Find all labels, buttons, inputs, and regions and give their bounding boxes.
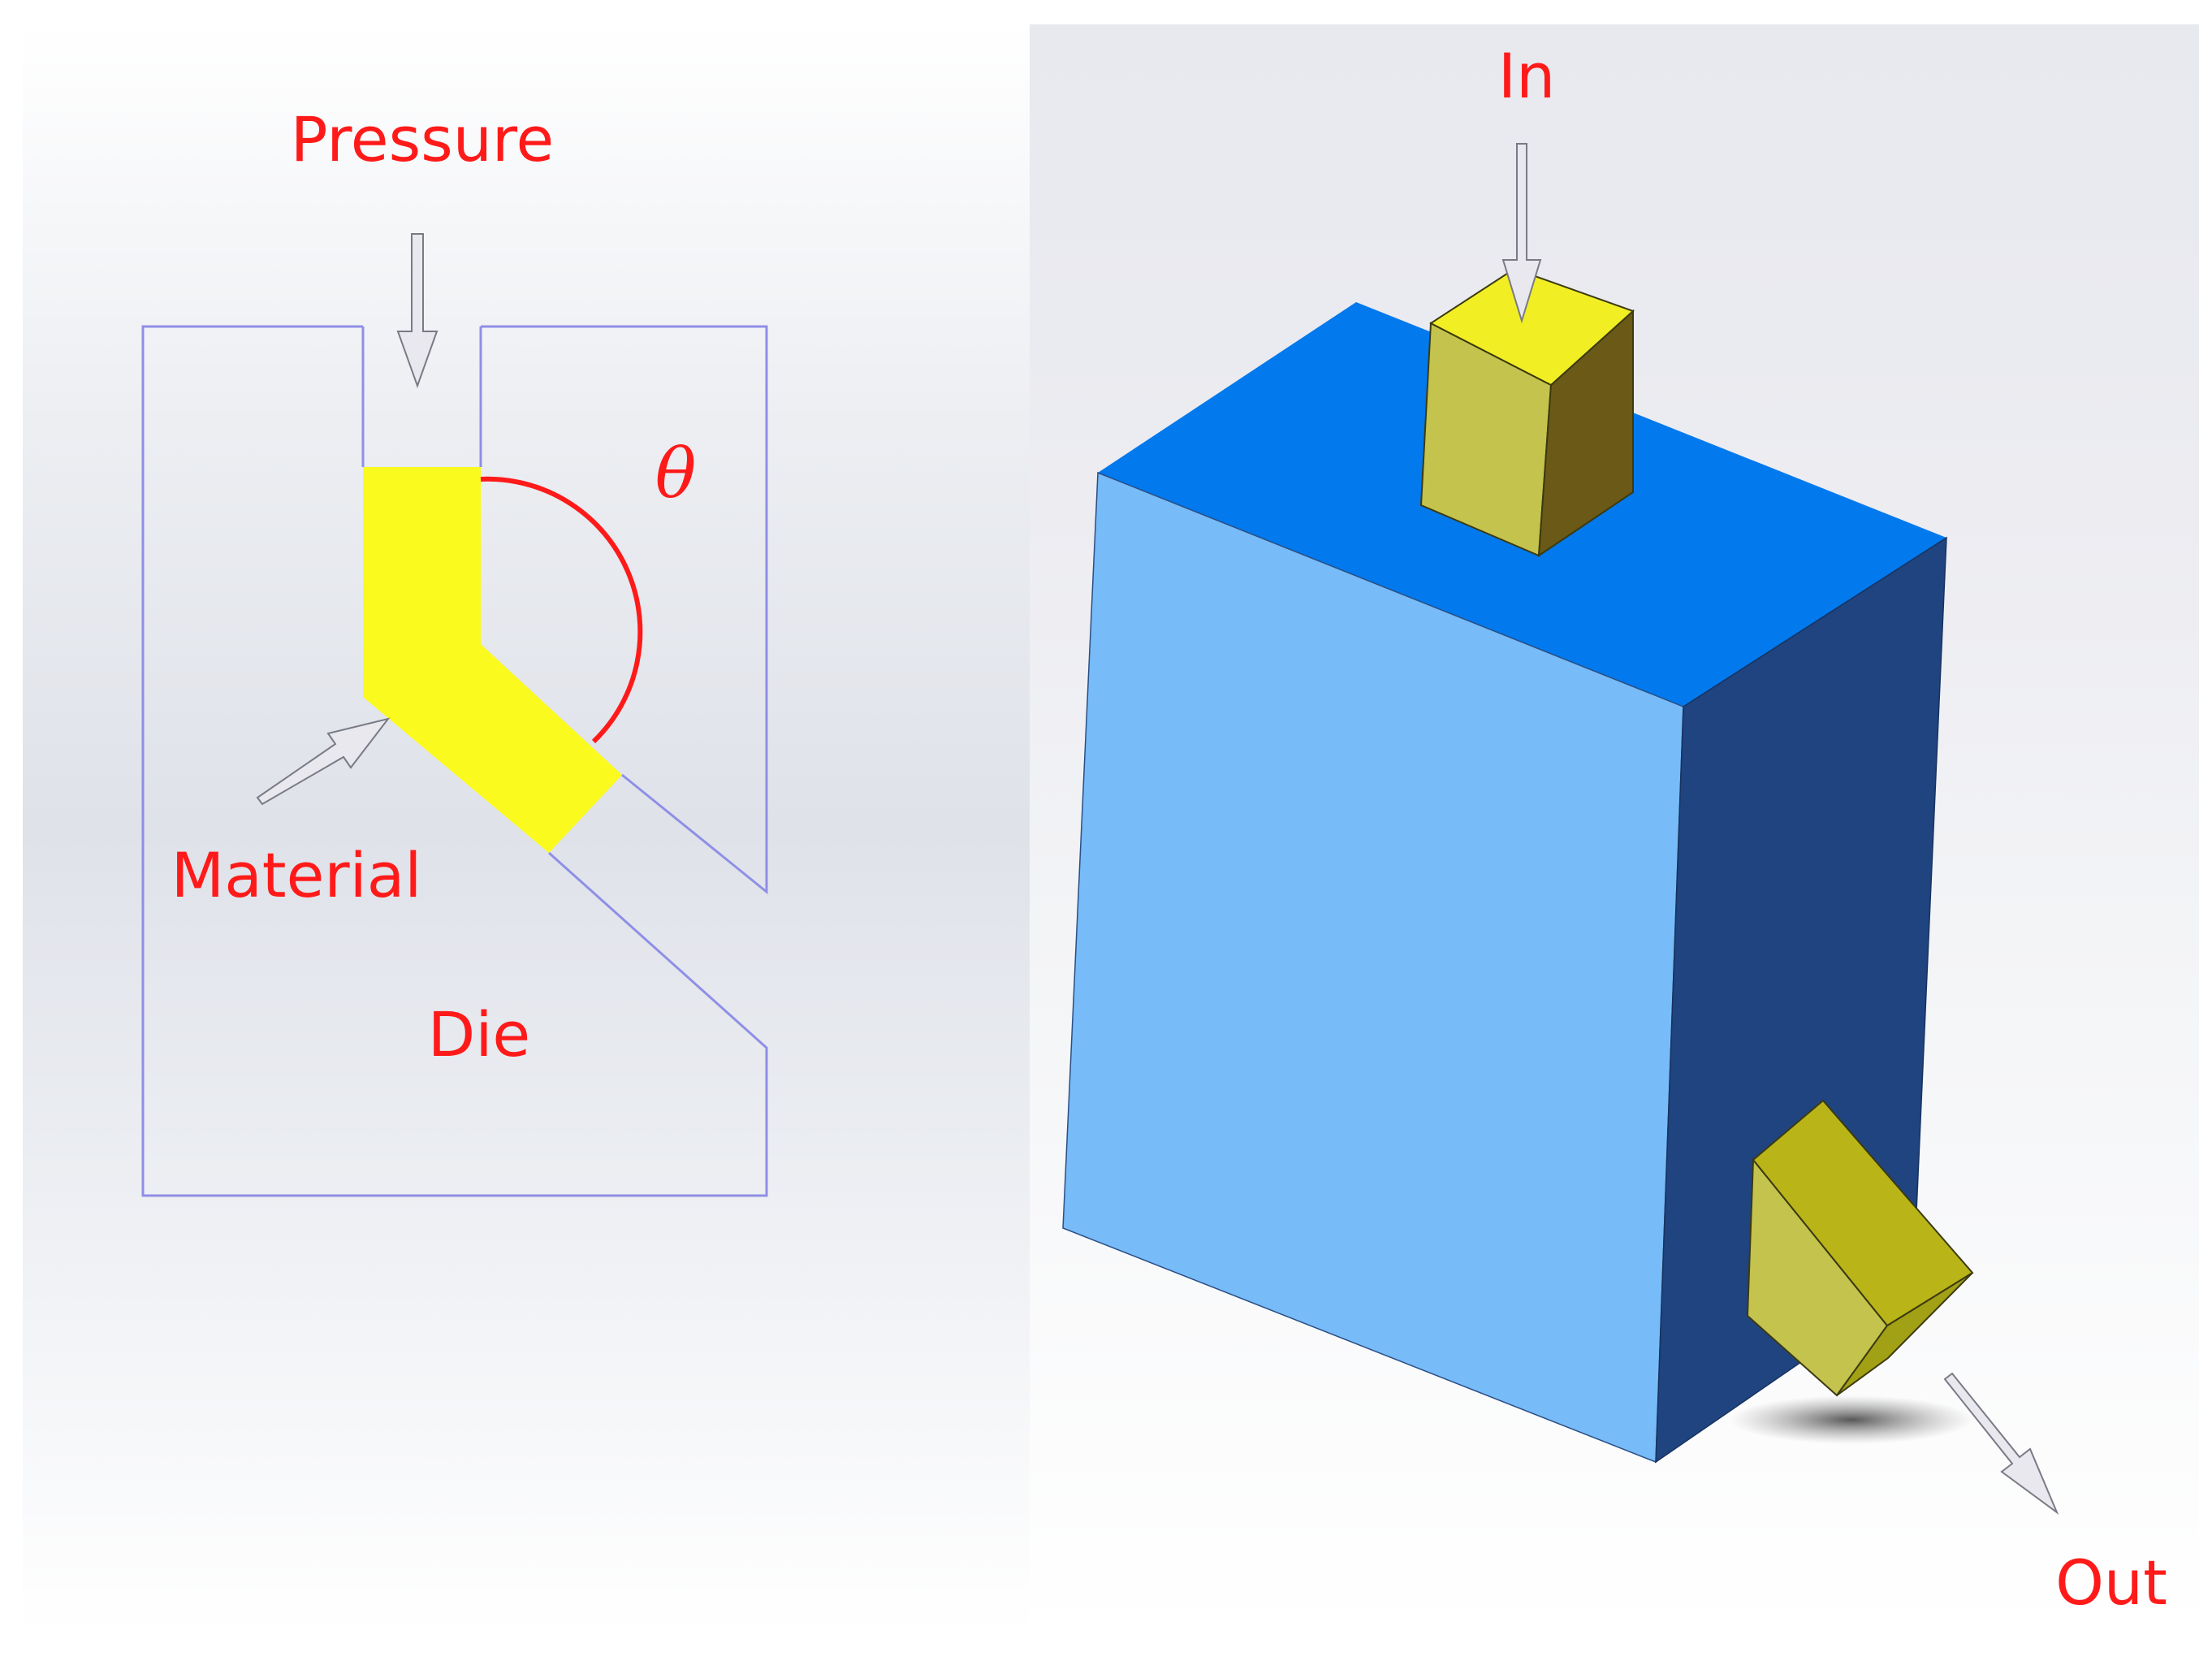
input-billet-top [1429,267,1635,387]
billet-shadow [1730,1395,1973,1444]
output-billet-top [1752,1099,1974,1327]
in-arrow-icon [1501,143,1542,324]
material-strip [363,467,622,853]
material-arrow-icon [256,717,391,806]
pressure-arrow-icon [396,233,439,388]
right-3d-model: In Out [1062,40,2167,1619]
die-outline-right [481,325,768,895]
pressure-label: Pressure [291,103,555,175]
out-label: Out [2055,1546,2167,1619]
theta-label: θ [655,434,697,513]
angle-arc [480,476,643,744]
in-label: In [1498,40,1556,112]
die-label: Die [428,998,530,1071]
out-arrow-icon [1943,1372,2059,1515]
die-outline-left [141,325,768,1197]
material-label: Material [171,839,422,911]
left-schematic: Pressure θ Material Die [141,103,768,1197]
